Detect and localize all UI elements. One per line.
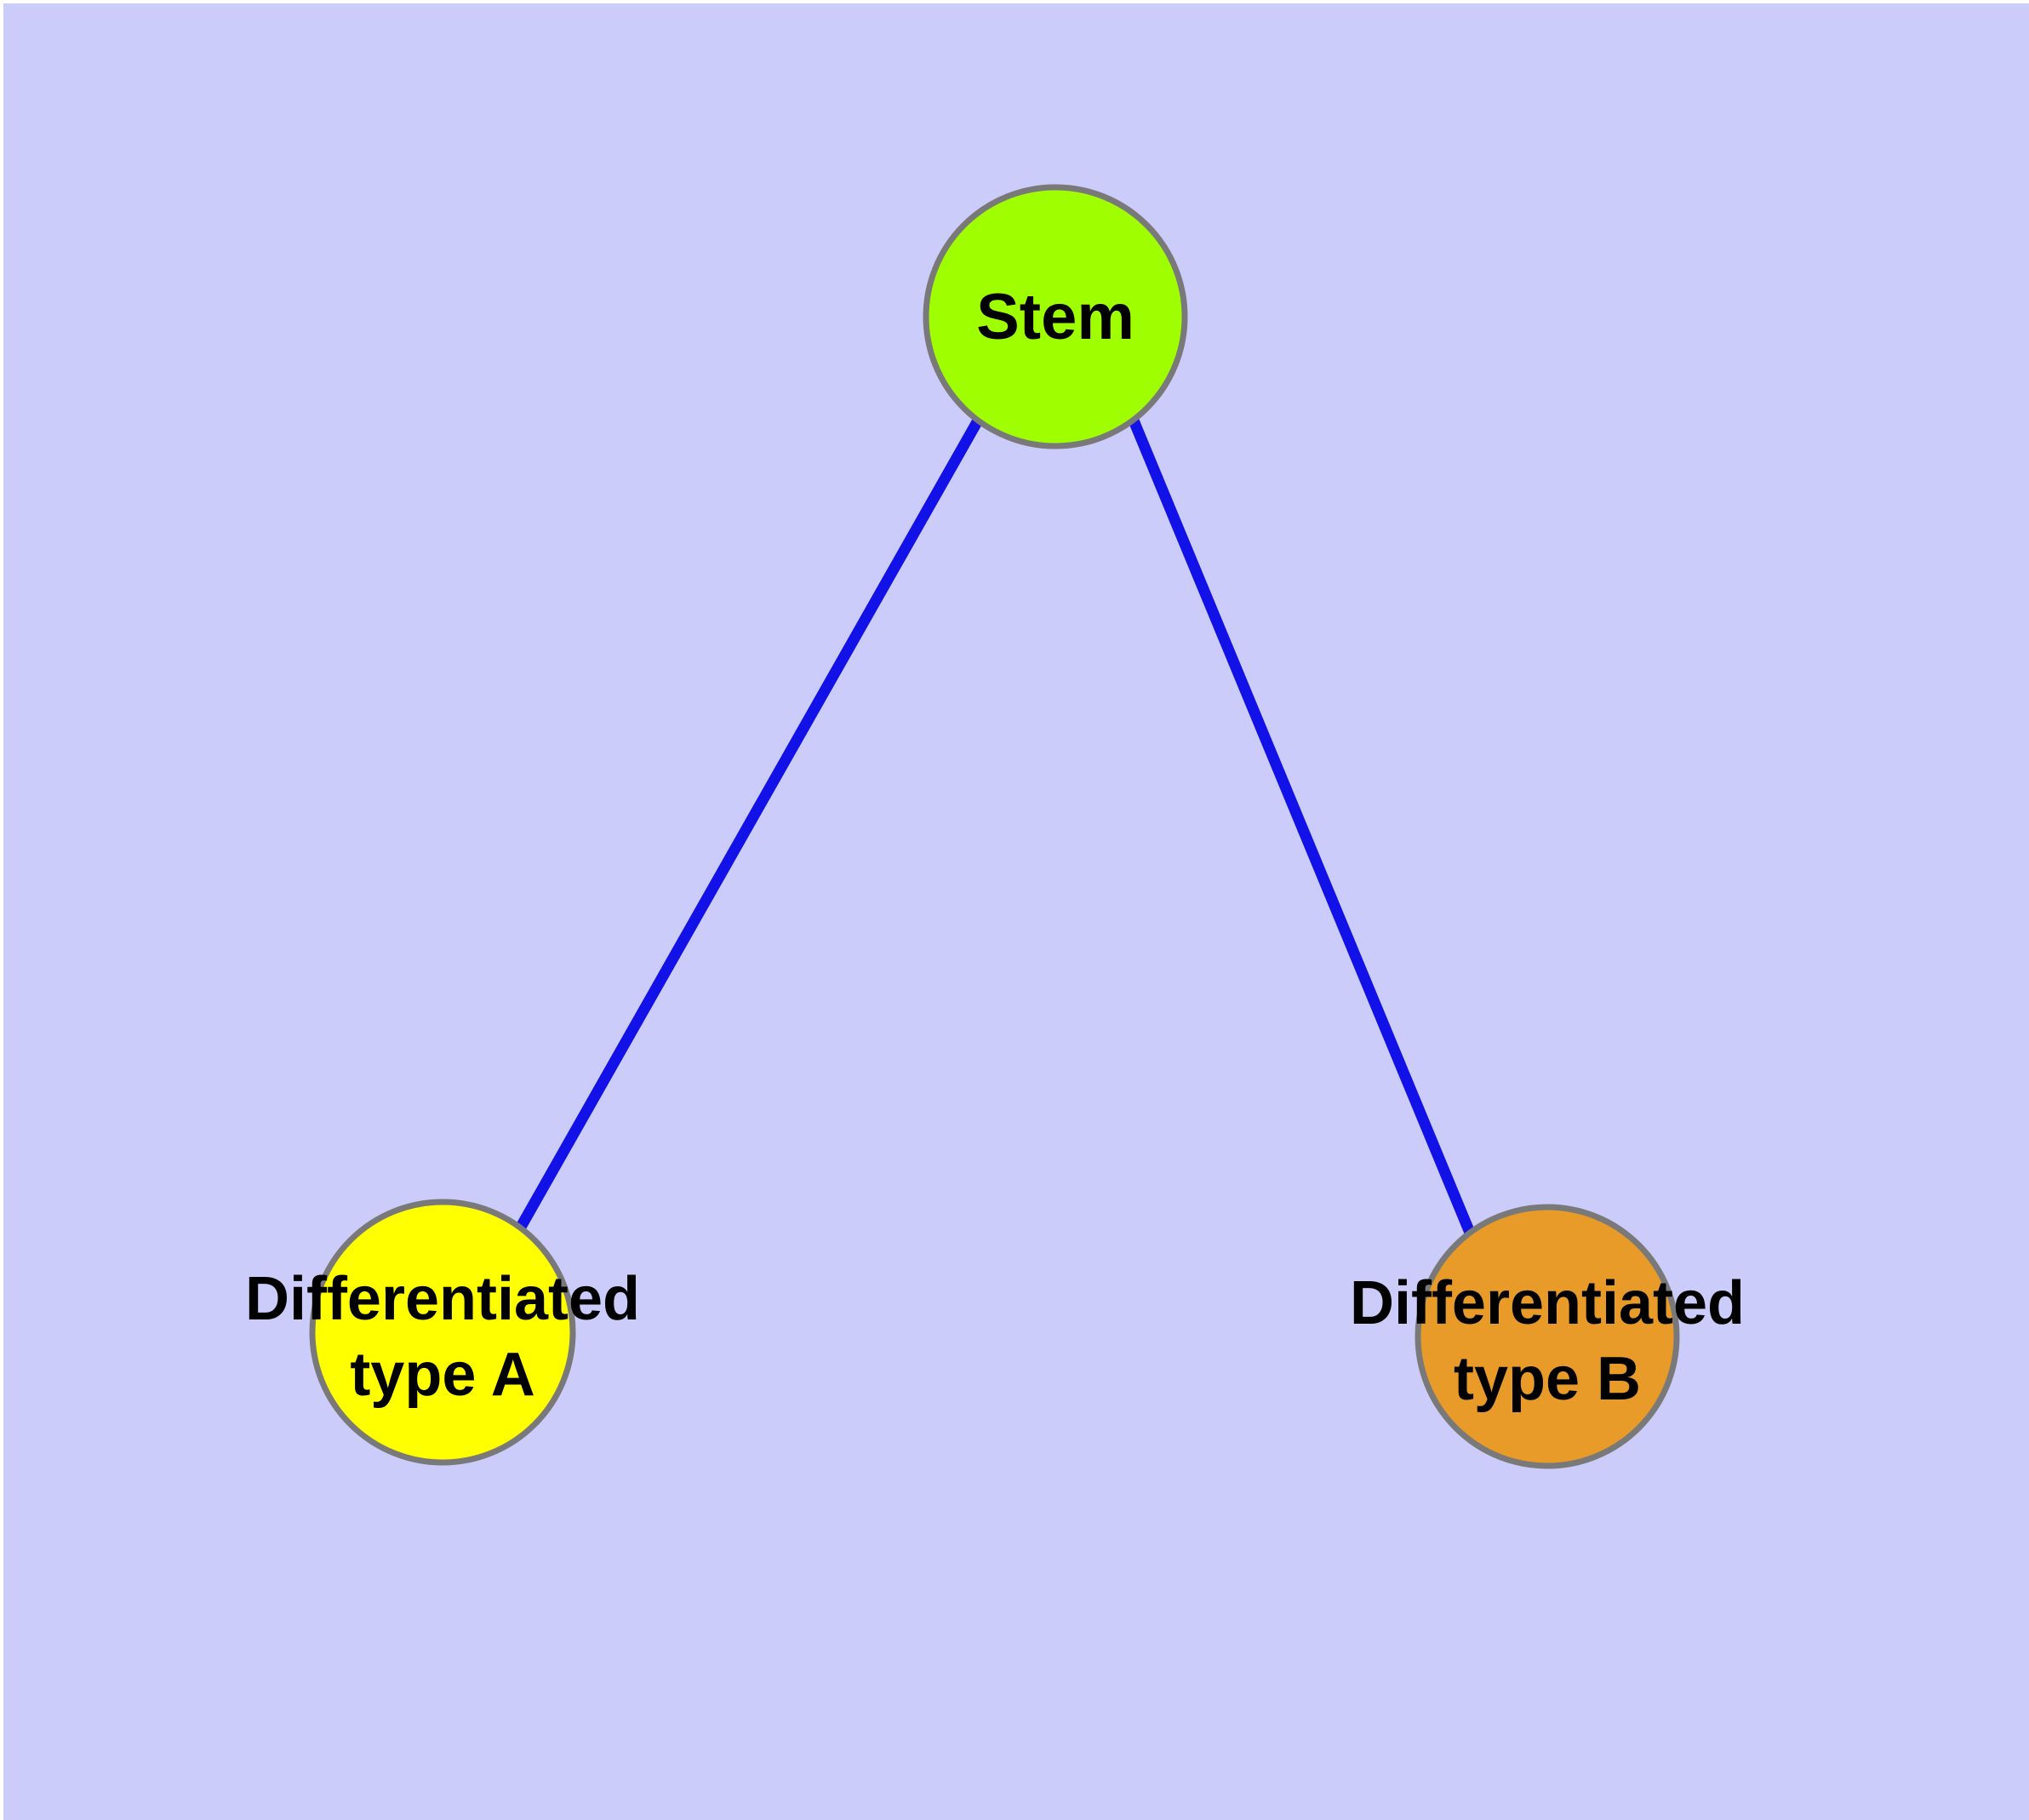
differentiated-type-b-label-line2: type B bbox=[1454, 1345, 1641, 1413]
differentiated-type-a-node-circle[interactable] bbox=[309, 1199, 576, 1466]
node-differentiated-type-b[interactable]: Differentiated type B bbox=[1350, 1204, 1745, 1469]
differentiated-type-b-node-circle[interactable] bbox=[1415, 1204, 1680, 1469]
edge-stem-to-differentiated-type-b[interactable] bbox=[1128, 418, 1476, 1235]
differentiated-type-b-label-line1: Differentiated bbox=[1350, 1269, 1745, 1337]
node-differentiated-type-a[interactable]: Differentiated type A bbox=[245, 1199, 640, 1466]
stem-node-label: Stem bbox=[976, 281, 1135, 353]
differentiated-type-a-label-line2: type A bbox=[350, 1341, 534, 1409]
stem-node-circle[interactable] bbox=[923, 184, 1188, 449]
edge-stem-to-differentiated-type-a[interactable] bbox=[515, 417, 983, 1232]
edge-layer bbox=[515, 417, 1476, 1235]
differentiated-type-a-label-line1: Differentiated bbox=[245, 1265, 640, 1333]
node-stem[interactable]: Stem bbox=[923, 184, 1188, 449]
